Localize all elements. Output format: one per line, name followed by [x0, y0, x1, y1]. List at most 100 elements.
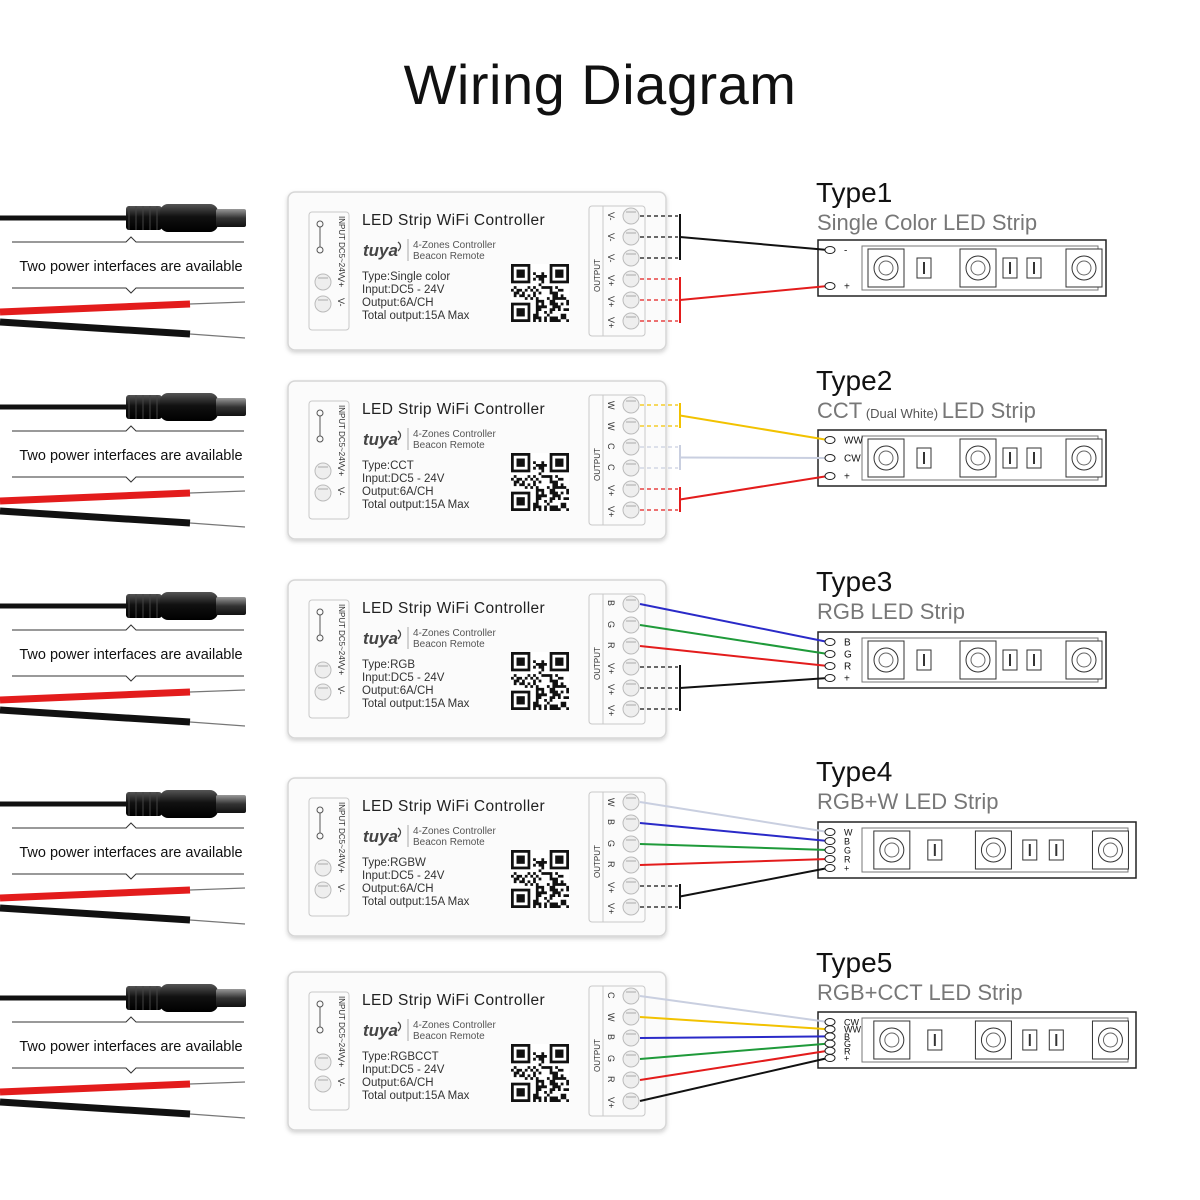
tuya-logo: tuya — [363, 241, 398, 260]
wire-red: R — [639, 645, 851, 673]
bracket-bottom — [12, 675, 244, 682]
wifi-icon — [397, 1021, 402, 1032]
wifi-icon — [397, 629, 402, 640]
led-strip — [817, 631, 1107, 689]
led-lens-inner — [1102, 1032, 1118, 1048]
connection-wire — [639, 1042, 829, 1060]
connection-wire — [639, 1016, 829, 1031]
output-terminal-screw — [622, 1008, 640, 1026]
connection-wire — [639, 624, 829, 655]
output-terminal-label: V- — [606, 254, 616, 263]
led-chip-icon — [873, 830, 911, 870]
dc-plug-tip — [216, 795, 246, 813]
output-terminal-label: V+ — [606, 506, 616, 517]
input-panel — [308, 991, 350, 1111]
polarity-icon — [316, 246, 324, 254]
dc-barrel-plug-icon — [126, 206, 162, 230]
input-terminal-label: V+ — [336, 1056, 346, 1067]
spec-line: Output:6A/CH — [362, 883, 434, 895]
solder-pad — [824, 855, 836, 863]
qr-modules — [511, 272, 569, 322]
spec-line: Input:DC5 - 24V — [362, 870, 445, 882]
spec-line: Type:RGB — [362, 659, 415, 671]
power-interfaces-label: Two power interfaces are available — [19, 448, 242, 464]
tuya-logo: tuya — [363, 1021, 398, 1040]
led-lens — [965, 647, 991, 673]
qr-finder-core — [516, 696, 525, 705]
pad-label: G — [844, 846, 851, 856]
output-terminal-label: W — [606, 422, 616, 431]
solder-pad — [824, 282, 836, 290]
output-terminal-label: V+ — [606, 317, 616, 328]
type-subtitle: RGB+W LED Strip — [817, 789, 999, 814]
dc-barrel-plug-icon — [126, 395, 162, 419]
dc-barrel-plug-icon — [126, 594, 162, 618]
qr-finder-core — [516, 1088, 525, 1097]
spec-line: Type:RGBW — [362, 857, 426, 869]
connection-wire — [639, 822, 829, 842]
led-chip-icon — [959, 248, 997, 288]
led-chip-icon — [974, 830, 1012, 870]
wire-white_wire: CW — [640, 445, 861, 470]
controller-sub2: Beacon Remote — [413, 837, 485, 848]
black-wire-strand — [189, 919, 246, 925]
qr-finder-core — [516, 458, 525, 467]
led-strip — [817, 239, 1107, 297]
qr-modules — [511, 660, 569, 710]
red-wire — [0, 300, 191, 316]
output-terminal-screw — [622, 1029, 640, 1047]
connection-wire — [679, 285, 829, 301]
bracket-top — [12, 624, 244, 631]
controller-case — [287, 971, 667, 1131]
red-wire — [0, 489, 191, 505]
page-title: Wiring Diagram — [403, 53, 797, 116]
pad-label: + — [844, 472, 850, 483]
input-terminal-label: V- — [336, 487, 346, 496]
output-panel — [588, 791, 646, 923]
output-terminal-screw — [622, 835, 640, 853]
red-wire-strand — [189, 689, 246, 693]
input-terminal-label: V- — [336, 1078, 346, 1087]
wire-black: + — [640, 665, 850, 711]
dc-plug-body — [160, 790, 218, 818]
input-panel — [308, 400, 350, 520]
connection-wire — [639, 1057, 829, 1102]
qr-finder-core — [516, 497, 525, 506]
controller-title: LED Strip WiFi Controller — [362, 798, 545, 815]
controller-sub2: Beacon Remote — [413, 440, 485, 451]
led-chip-icon — [1065, 438, 1103, 478]
output-terminal-screw — [622, 207, 640, 225]
power-interfaces-label: Two power interfaces are available — [19, 647, 242, 663]
pad-label: CW — [844, 1018, 859, 1028]
connection-wire — [639, 858, 829, 866]
led-lens — [1071, 647, 1097, 673]
controller-case — [287, 777, 667, 937]
led-chip-icon — [1065, 640, 1103, 680]
led-lens — [1071, 445, 1097, 471]
input-terminal-label: V- — [336, 884, 346, 893]
controller-sub2: Beacon Remote — [413, 251, 485, 262]
output-terminal-label: B — [606, 1034, 616, 1040]
led-chip-icon — [867, 248, 905, 288]
polarity-icon — [316, 634, 324, 642]
wire-white_wire: CW — [639, 995, 859, 1028]
led-chip-icon — [1091, 830, 1129, 870]
spec-line: Output:6A/CH — [362, 486, 434, 498]
wire-blue: B — [639, 822, 850, 847]
connection-wire — [639, 995, 829, 1023]
controller-case — [287, 191, 667, 351]
controller-sub1: 4-Zones Controller — [413, 826, 496, 837]
solder-pad — [824, 246, 836, 254]
wifi-icon — [397, 430, 402, 441]
solder-pad — [824, 638, 836, 646]
output-terminal-label: B — [606, 819, 616, 825]
pad-label: WW — [844, 1025, 861, 1035]
pad-label: B — [844, 1032, 850, 1042]
type-subtitle-tail: LED Strip — [942, 398, 1036, 423]
black-wire — [0, 318, 191, 338]
qr-finder-core — [516, 308, 525, 317]
output-terminal-screw — [622, 793, 640, 811]
solder-pad — [824, 662, 836, 670]
